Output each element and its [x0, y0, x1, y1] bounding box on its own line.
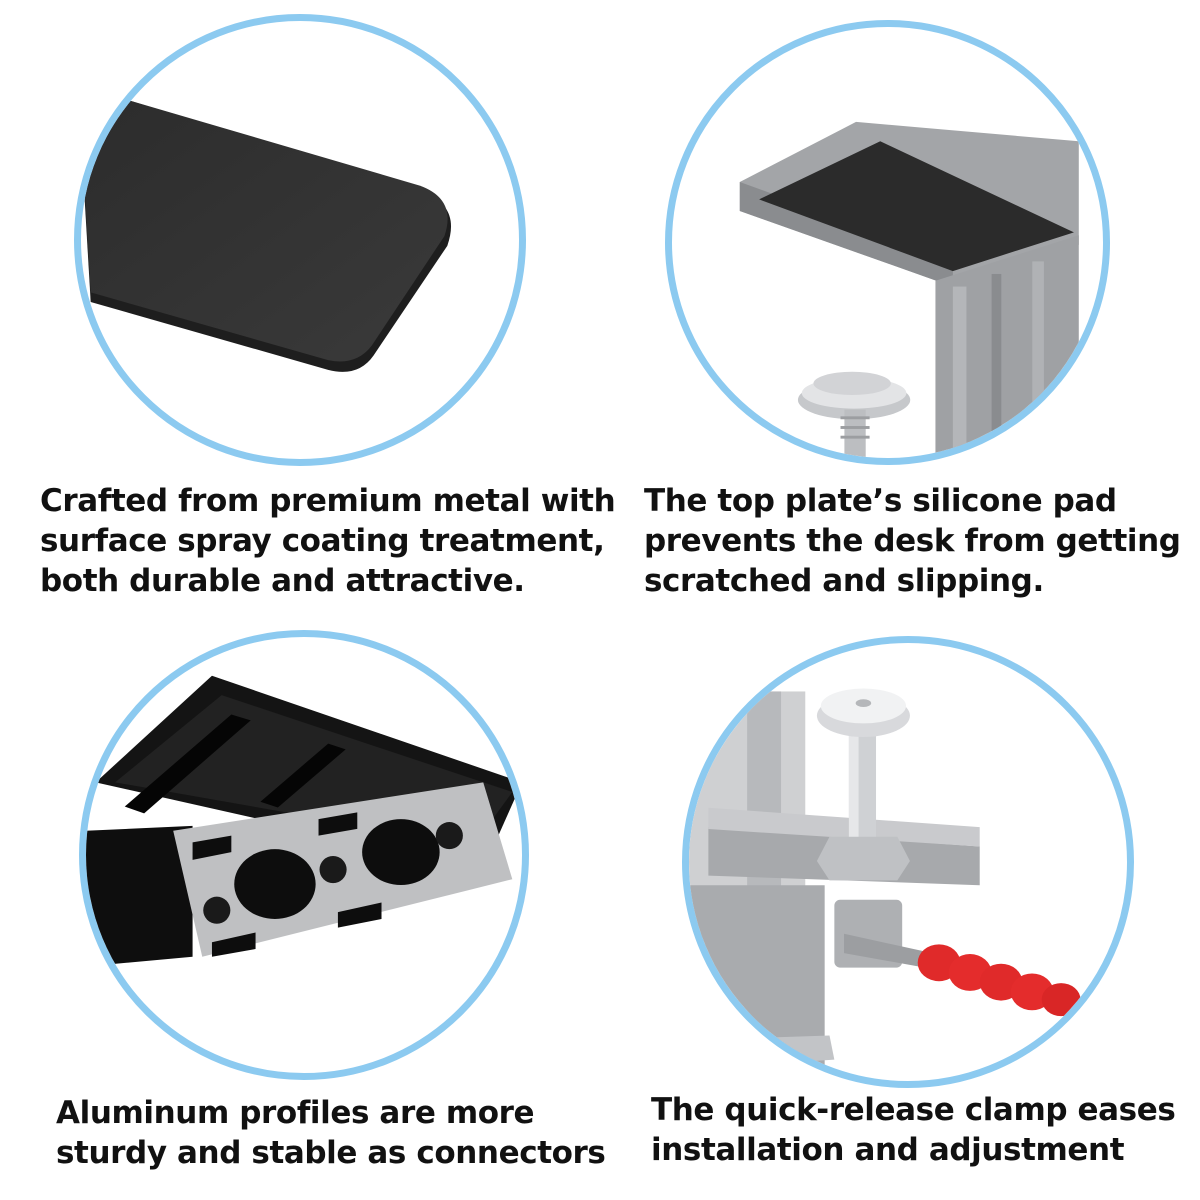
caption-line: surface spray coating treatment, [40, 523, 605, 559]
panel-3-caption: Aluminum profiles are more sturdy and st… [56, 1093, 606, 1173]
black-coated-metal-plate-icon [81, 100, 452, 372]
caption-line: prevents the desk from getting [644, 523, 1181, 559]
top-plate-silicone-pad-icon [739, 121, 1079, 458]
caption-line: sturdy and stable as connectors [56, 1135, 606, 1171]
panel-4-image-circle [682, 636, 1134, 1088]
caption-line: Crafted from premium metal with [40, 483, 616, 519]
panel-1-image-circle [74, 14, 526, 466]
caption-line: The top plate’s silicone pad [644, 483, 1117, 519]
panel-3-image-circle [79, 630, 529, 1080]
quick-release-clamp-icon [689, 688, 1081, 1080]
caption-line: installation and adjustment [651, 1132, 1125, 1168]
panel-2-image-circle [665, 20, 1110, 465]
panel-2-caption: The top plate’s silicone pad prevents th… [644, 481, 1181, 601]
caption-line: The quick-release clamp eases [651, 1092, 1176, 1128]
caption-line: Aluminum profiles are more [56, 1095, 535, 1131]
panel-4-caption: The quick-release clamp eases installati… [651, 1090, 1176, 1170]
caption-line: both durable and attractive. [40, 563, 525, 599]
caption-line: scratched and slipping. [644, 563, 1044, 599]
aluminum-profile-icon [86, 675, 522, 967]
panel-1-caption: Crafted from premium metal with surface … [40, 481, 616, 601]
